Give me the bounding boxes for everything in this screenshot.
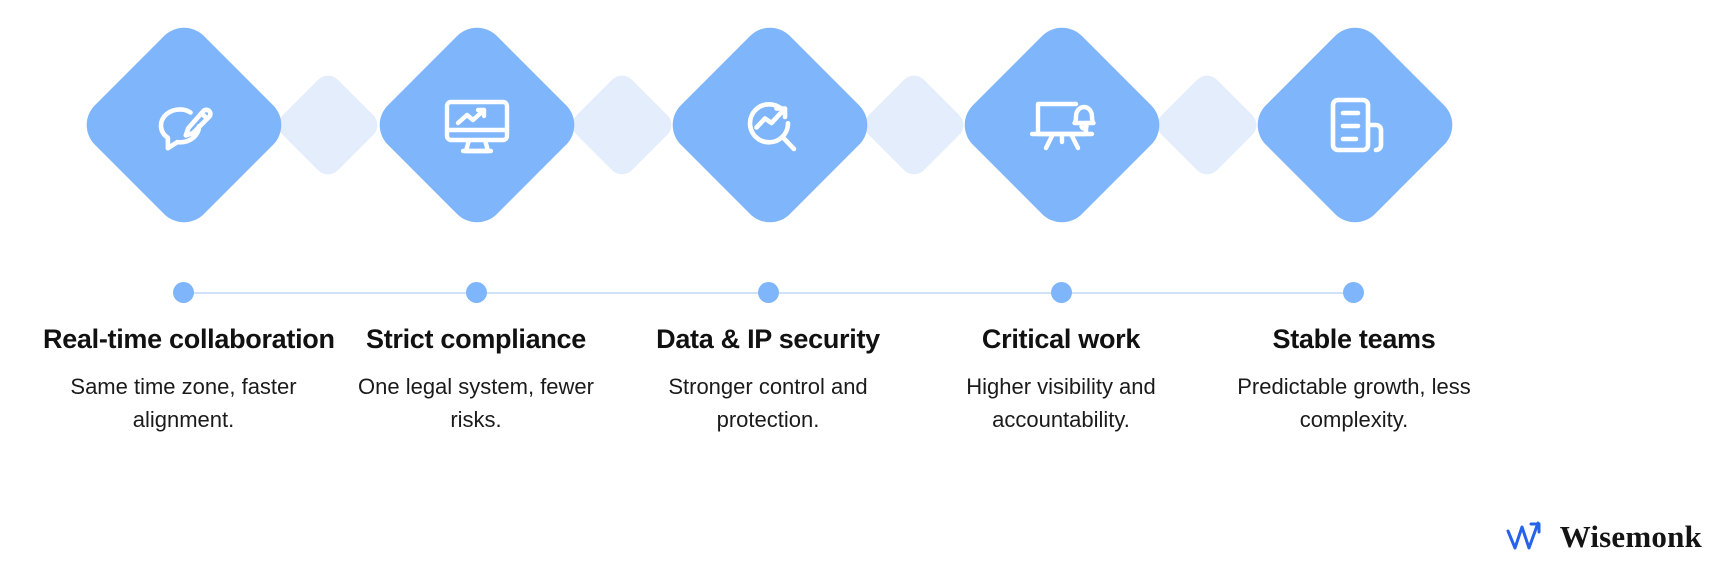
- timeline-dot-1[interactable]: [173, 282, 194, 303]
- spacer-diamond-4: [1151, 69, 1263, 181]
- wisemonk-arrow-mark-icon: [1505, 517, 1551, 555]
- step-label-1: Real-time collaboration Same time zone, …: [43, 322, 335, 436]
- wisemonk-wordmark: Wisemonk: [1559, 518, 1702, 554]
- diamond-band: [0, 0, 1726, 260]
- step-description: One legal system, fewer risks.: [358, 374, 594, 432]
- step-diamond-1[interactable]: [75, 16, 293, 234]
- timeline-dot-5[interactable]: [1343, 282, 1364, 303]
- timeline-dot-4[interactable]: [1051, 282, 1072, 303]
- document-scroll-icon: [1278, 48, 1432, 202]
- step-description: Stronger control and protection.: [668, 374, 868, 432]
- step-title: Real-time collaboration: [43, 324, 335, 354]
- monitor-growth-chart-icon: [400, 48, 554, 202]
- step-labels: Real-time collaboration Same time zone, …: [0, 322, 1726, 472]
- step-label-2: Strict compliance One legal system, fewe…: [353, 322, 599, 436]
- spacer-diamond-3: [858, 69, 970, 181]
- step-title: Strict compliance: [366, 324, 586, 354]
- timeline-dot-3[interactable]: [758, 282, 779, 303]
- spacer-diamond-1: [272, 69, 384, 181]
- step-description: Predictable growth, less complexity.: [1237, 374, 1471, 432]
- timeline-dot-2[interactable]: [466, 282, 487, 303]
- step-label-4: Critical work Higher visibility and acco…: [938, 322, 1184, 436]
- chat-edit-icon: [107, 48, 261, 202]
- step-title: Critical work: [981, 324, 1141, 354]
- wisemonk-logo[interactable]: Wisemonk: [1505, 517, 1702, 555]
- step-description: Same time zone, faster alignment.: [70, 374, 297, 432]
- step-label-5: Stable teams Predictable growth, less co…: [1231, 322, 1477, 436]
- step-diamond-2[interactable]: [368, 16, 586, 234]
- step-title: Data & IP security: [656, 324, 880, 354]
- spacer-diamond-2: [566, 69, 678, 181]
- magnifier-trend-icon: [693, 48, 847, 202]
- presentation-board-bell-icon: [985, 48, 1139, 202]
- step-label-3: Data & IP security Stronger control and …: [645, 322, 891, 436]
- step-diamond-3[interactable]: [661, 16, 879, 234]
- step-diamond-4[interactable]: [953, 16, 1171, 234]
- step-title: Stable teams: [1272, 324, 1436, 354]
- step-description: Higher visibility and accountability.: [966, 374, 1156, 432]
- timeline: [0, 278, 1726, 308]
- step-diamond-5[interactable]: [1246, 16, 1464, 234]
